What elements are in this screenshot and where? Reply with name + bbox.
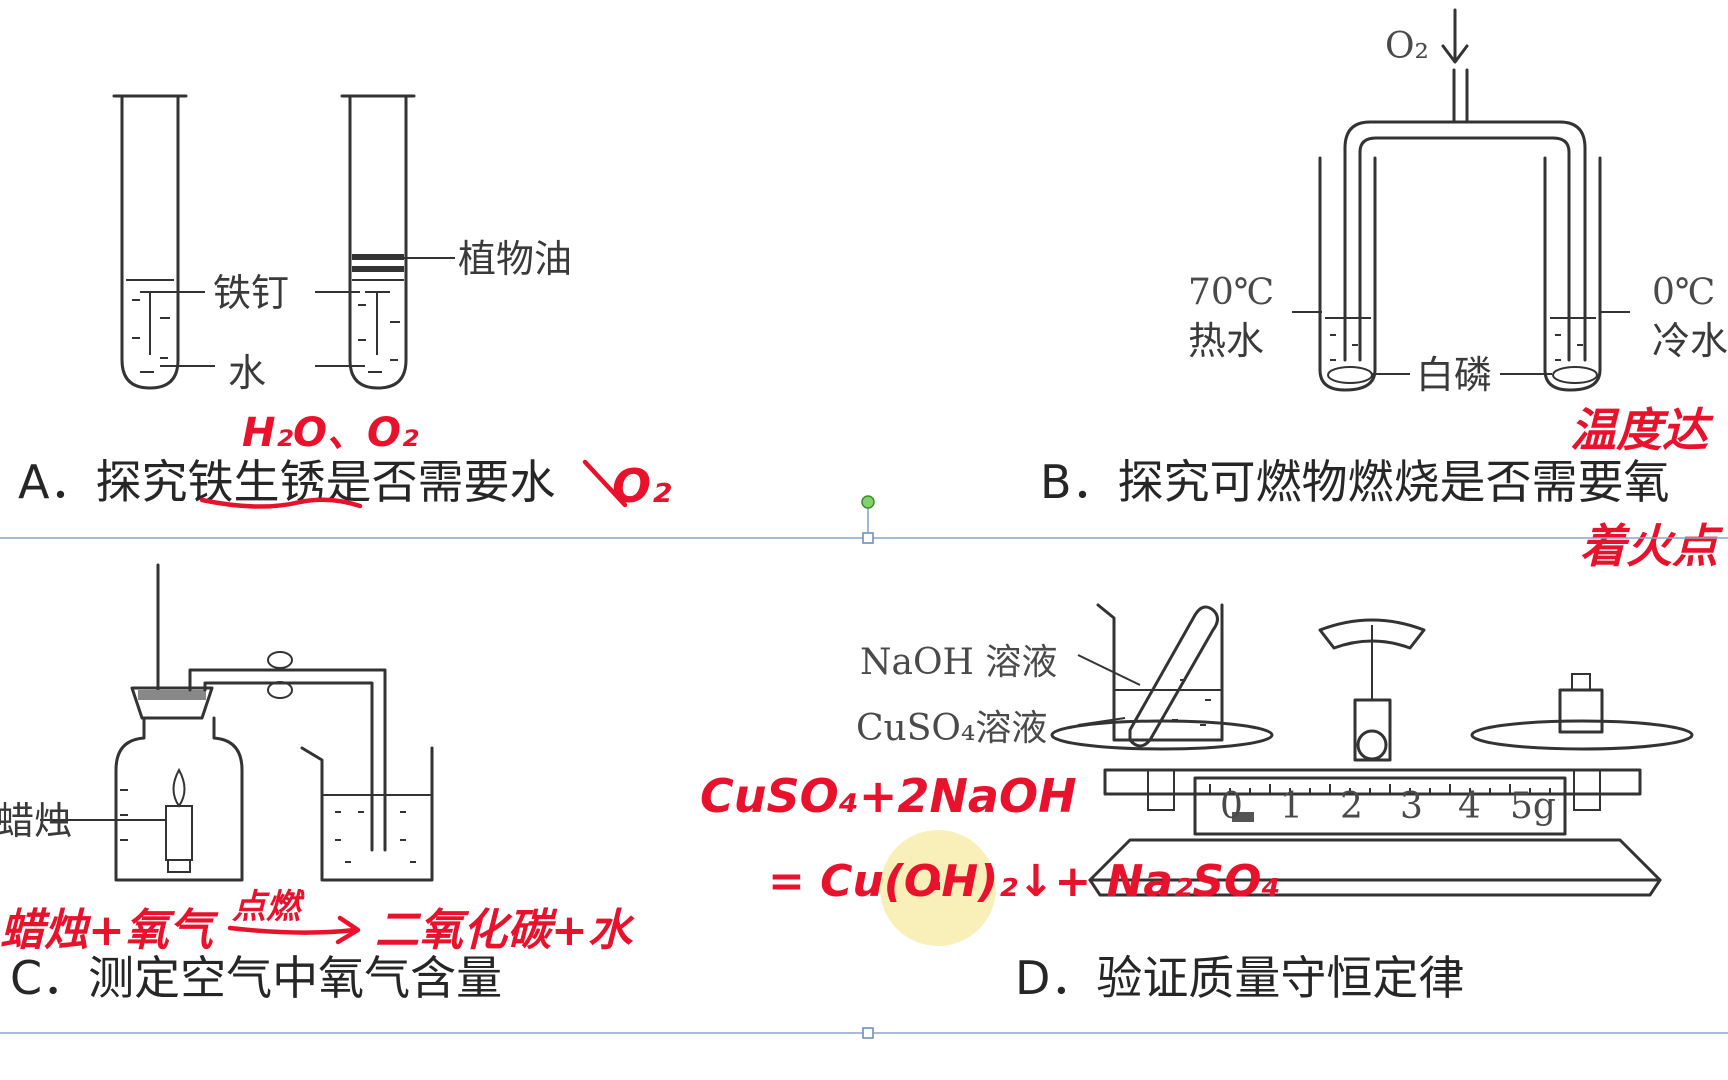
cursor-dot bbox=[932, 882, 940, 890]
label-hot-temp: 70℃ bbox=[1188, 272, 1274, 313]
label-naoh-solution: NaOH 溶液 bbox=[860, 642, 1057, 683]
scale-tick-labels: 0 1 2 3 4 5g bbox=[1220, 786, 1556, 827]
ink-underline-a bbox=[199, 497, 363, 509]
label-cold-water: 冷水 bbox=[1652, 319, 1728, 363]
ink-arrow bbox=[227, 915, 361, 945]
panel-a-test-tubes bbox=[112, 94, 455, 390]
label-o2-inlet: O₂ bbox=[1385, 26, 1429, 67]
ink-ignition-point: 着火点 bbox=[1580, 519, 1724, 573]
label-iron-nail: 铁钉 bbox=[213, 271, 289, 315]
ink-condition: 点燃 bbox=[232, 887, 305, 927]
label-vegetable-oil: 植物油 bbox=[458, 237, 572, 281]
label-cold-temp: 0℃ bbox=[1652, 272, 1715, 313]
label-white-phosphorus: 白磷 bbox=[1416, 353, 1492, 397]
ink-eq-right: 二氧化碳+水 bbox=[375, 905, 635, 956]
panel-d-balance bbox=[1050, 603, 1694, 897]
caption-a: A．探究铁生锈是否需要水 bbox=[18, 455, 555, 509]
caption-c: C．测定空气中氧气含量 bbox=[10, 951, 502, 1005]
caption-b: B．探究可燃物燃烧是否需要氧 bbox=[1040, 455, 1670, 509]
caption-d: D．验证质量守恒定律 bbox=[1015, 951, 1464, 1005]
ink-o2: O₂ bbox=[612, 459, 671, 513]
label-hot-water: 热水 bbox=[1188, 319, 1264, 363]
rotate-handle[interactable] bbox=[861, 495, 875, 509]
ink-strike-water bbox=[582, 459, 628, 508]
scale-tick: 4 bbox=[1458, 786, 1481, 827]
resize-handle-top[interactable] bbox=[862, 532, 874, 544]
panel-b-u-tube bbox=[1292, 8, 1630, 392]
ink-eq-products: = Cu(OH)₂↓+ Na₂SO₄ bbox=[768, 856, 1281, 907]
ink-eq-reactants: CuSO₄+2NaOH bbox=[700, 769, 1077, 823]
panel-c-apparatus bbox=[40, 563, 434, 882]
scale-tick: 0 bbox=[1220, 786, 1243, 827]
label-candle: 蜡烛 bbox=[0, 799, 72, 843]
scale-tick: 1 bbox=[1280, 786, 1303, 827]
ink-h2o-o2: H₂O、O₂ bbox=[242, 410, 419, 456]
scale-tick: 5g bbox=[1510, 786, 1556, 827]
ink-eq-left: 蜡烛+氧气 bbox=[0, 905, 219, 956]
resize-handle-bottom[interactable] bbox=[862, 1027, 874, 1039]
ink-temperature: 温度达 bbox=[1570, 403, 1714, 457]
scale-tick: 3 bbox=[1400, 786, 1423, 827]
scale-tick: 2 bbox=[1340, 786, 1363, 827]
label-cuso4-solution: CuSO₄溶液 bbox=[856, 708, 1047, 749]
label-water: 水 bbox=[228, 351, 266, 395]
